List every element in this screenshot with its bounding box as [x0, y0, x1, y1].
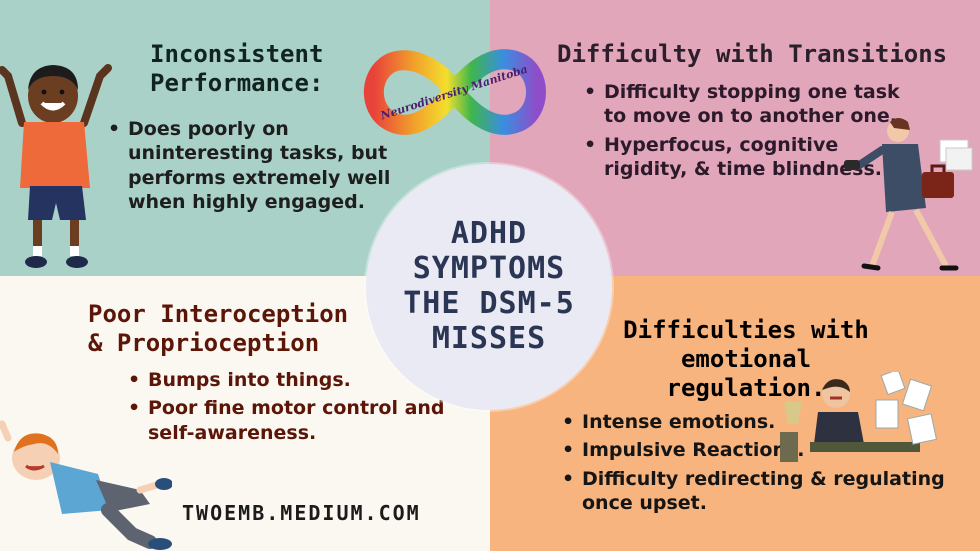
title-line: THE DSM-5 [403, 286, 575, 321]
list-item: Does poorly on uninteresting tasks, but … [108, 117, 418, 214]
hurrying-businesswoman-illustration [844, 118, 973, 271]
logo-text: Neurodiversity Manitoba [378, 63, 529, 123]
list-item: Difficulty stopping one task to move on … [584, 80, 914, 129]
inconsistent-performance-heading: Inconsistent Performance: [150, 40, 323, 98]
title-line: SYMPTOMS [412, 251, 566, 287]
list-item: Bumps into things. [128, 368, 478, 393]
list-item: Poor fine motor control and self-awarene… [128, 396, 478, 445]
transitions-list: Difficulty stopping one task to move on … [582, 80, 914, 185]
list-item: Difficulty redirecting & regulating once… [562, 467, 972, 516]
heading-line: emotional regulation. [666, 344, 826, 402]
heading-line: & Proprioception [88, 328, 320, 357]
list-item: Impulsive Reactions. [562, 438, 972, 463]
title-circle: ADHD SYMPTOMS THE DSM-5 MISSES [366, 164, 612, 410]
emotional-regulation-list: Intense emotions. Impulsive Reactions. D… [560, 410, 972, 519]
angry-man-at-desk-illustration [780, 372, 938, 462]
title-line: ADHD [450, 216, 528, 252]
website-url: TWOEMB.MEDIUM.COM [182, 501, 421, 525]
title-line: MISSES [431, 320, 547, 356]
inconsistent-performance-list: Does poorly on uninteresting tasks, but … [106, 117, 418, 218]
heading-line: Performance: [150, 68, 324, 97]
falling-boy-illustration [0, 420, 172, 550]
list-item: Intense emotions. [562, 410, 972, 435]
emotional-regulation-heading: Difficulties with emotional regulation. [596, 316, 896, 402]
heading-line: Inconsistent [150, 40, 324, 68]
interoception-heading: Poor Interoception & Proprioception [88, 300, 348, 358]
interoception-list: Bumps into things. Poor fine motor contr… [126, 368, 478, 449]
cheering-boy-illustration [0, 64, 112, 268]
list-item: Hyperfocus, cognitive rigidity, & time b… [584, 133, 914, 182]
heading-line: Difficulties with [623, 316, 869, 344]
infinity-logo: Neurodiversity Manitoba [363, 49, 546, 135]
heading-line: Poor Interoception [88, 300, 349, 328]
transitions-heading: Difficulty with Transitions [557, 40, 948, 68]
